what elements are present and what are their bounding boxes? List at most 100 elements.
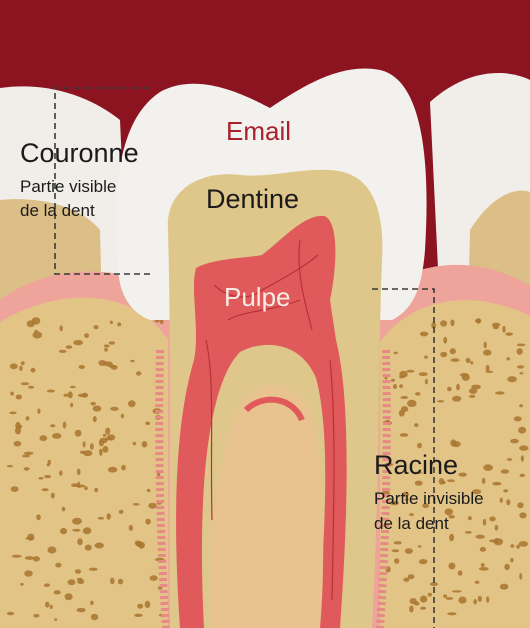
bone-pore bbox=[403, 578, 409, 582]
bone-pore bbox=[110, 578, 115, 585]
bone-pore bbox=[419, 372, 428, 376]
bone-pore bbox=[150, 575, 158, 581]
bone-pore bbox=[98, 517, 104, 520]
bone-pore bbox=[393, 384, 397, 389]
bone-pore bbox=[33, 614, 39, 618]
bone-pore bbox=[133, 442, 137, 445]
bone-pore bbox=[11, 486, 19, 492]
bone-pore bbox=[133, 503, 140, 506]
bone-pore bbox=[68, 391, 73, 398]
dentin-label: Dentine bbox=[206, 184, 299, 215]
bone-pore bbox=[89, 568, 98, 571]
bone-pore bbox=[31, 368, 36, 373]
root-line1: Partie invisible bbox=[374, 488, 484, 510]
bone-pore bbox=[104, 348, 108, 352]
bone-pore bbox=[449, 534, 454, 541]
bone-pore bbox=[130, 360, 134, 362]
bone-pore bbox=[25, 556, 34, 560]
bone-pore bbox=[118, 579, 123, 585]
bone-pore bbox=[145, 422, 150, 426]
bone-pore bbox=[443, 337, 447, 344]
bone-pore bbox=[452, 396, 461, 402]
bone-pore bbox=[462, 374, 470, 381]
bone-pore bbox=[428, 593, 432, 597]
bone-pore bbox=[128, 400, 136, 407]
bone-pore bbox=[142, 441, 148, 447]
bone-pore bbox=[510, 558, 513, 563]
bone-pore bbox=[77, 608, 86, 612]
enamel-label: Email bbox=[226, 116, 291, 147]
bone-pore bbox=[514, 416, 522, 421]
bone-pore bbox=[486, 365, 490, 371]
bone-pore bbox=[495, 391, 505, 394]
bone-pore bbox=[481, 563, 485, 567]
bone-pore bbox=[447, 612, 456, 615]
bone-pore bbox=[450, 348, 456, 354]
bone-pore bbox=[458, 570, 463, 575]
bone-pore bbox=[19, 366, 23, 371]
bone-pore bbox=[145, 519, 151, 525]
bone-pore bbox=[506, 499, 510, 505]
bone-pore bbox=[33, 556, 40, 561]
bone-pore bbox=[399, 384, 403, 388]
root-line2: de la dent bbox=[374, 513, 449, 535]
bone-pore bbox=[51, 493, 55, 499]
bone-pore bbox=[80, 451, 86, 454]
bone-pore bbox=[471, 385, 481, 390]
bone-pore bbox=[21, 382, 30, 385]
bone-pore bbox=[406, 370, 414, 373]
bone-pore bbox=[148, 503, 157, 509]
bone-pore bbox=[517, 365, 524, 368]
bone-pore bbox=[391, 379, 395, 382]
bone-pore bbox=[466, 358, 471, 363]
bone-pore bbox=[103, 361, 112, 366]
bone-pore bbox=[21, 361, 25, 365]
bone-pore bbox=[410, 598, 417, 604]
bone-pore bbox=[70, 386, 76, 389]
pulp-label: Pulpe bbox=[224, 282, 291, 313]
bone-pore bbox=[73, 340, 83, 345]
bone-pore bbox=[480, 547, 486, 552]
bone-pore bbox=[507, 458, 513, 461]
bone-pore bbox=[50, 424, 55, 427]
bone-pore bbox=[121, 414, 124, 419]
bone-pore bbox=[495, 525, 499, 531]
bone-pore bbox=[109, 341, 115, 345]
bone-pore bbox=[70, 403, 73, 408]
bone-pore bbox=[420, 607, 426, 610]
bone-pore bbox=[44, 583, 50, 587]
bone-pore bbox=[79, 365, 85, 369]
bone-pore bbox=[68, 579, 76, 585]
bone-pore bbox=[110, 407, 119, 411]
bone-pore bbox=[384, 377, 387, 380]
bone-pore bbox=[448, 515, 455, 518]
bone-pore bbox=[519, 404, 523, 407]
bone-pore bbox=[91, 614, 98, 621]
bone-pore bbox=[99, 449, 103, 456]
bone-pore bbox=[117, 322, 121, 326]
bone-pore bbox=[450, 320, 454, 327]
bone-pore bbox=[22, 455, 30, 458]
bone-pore bbox=[63, 422, 67, 429]
bone-pore bbox=[9, 412, 16, 415]
bone-pore bbox=[93, 325, 98, 329]
bone-pore bbox=[59, 470, 63, 475]
bone-pore bbox=[77, 469, 81, 476]
bone-pore bbox=[517, 502, 523, 508]
bone-pore bbox=[458, 473, 466, 477]
bone-pore bbox=[145, 601, 151, 608]
bone-pore bbox=[147, 489, 151, 492]
bone-pore bbox=[26, 416, 30, 420]
bone-pore bbox=[456, 384, 460, 391]
bone-pore bbox=[470, 361, 473, 364]
bone-pore bbox=[52, 433, 61, 439]
bone-pore bbox=[400, 396, 408, 399]
bone-pore bbox=[475, 581, 480, 584]
bone-pore bbox=[34, 330, 38, 333]
bone-pore bbox=[504, 564, 510, 570]
bone-pore bbox=[465, 531, 472, 534]
bone-pore bbox=[65, 593, 73, 600]
bone-pore bbox=[77, 482, 80, 488]
